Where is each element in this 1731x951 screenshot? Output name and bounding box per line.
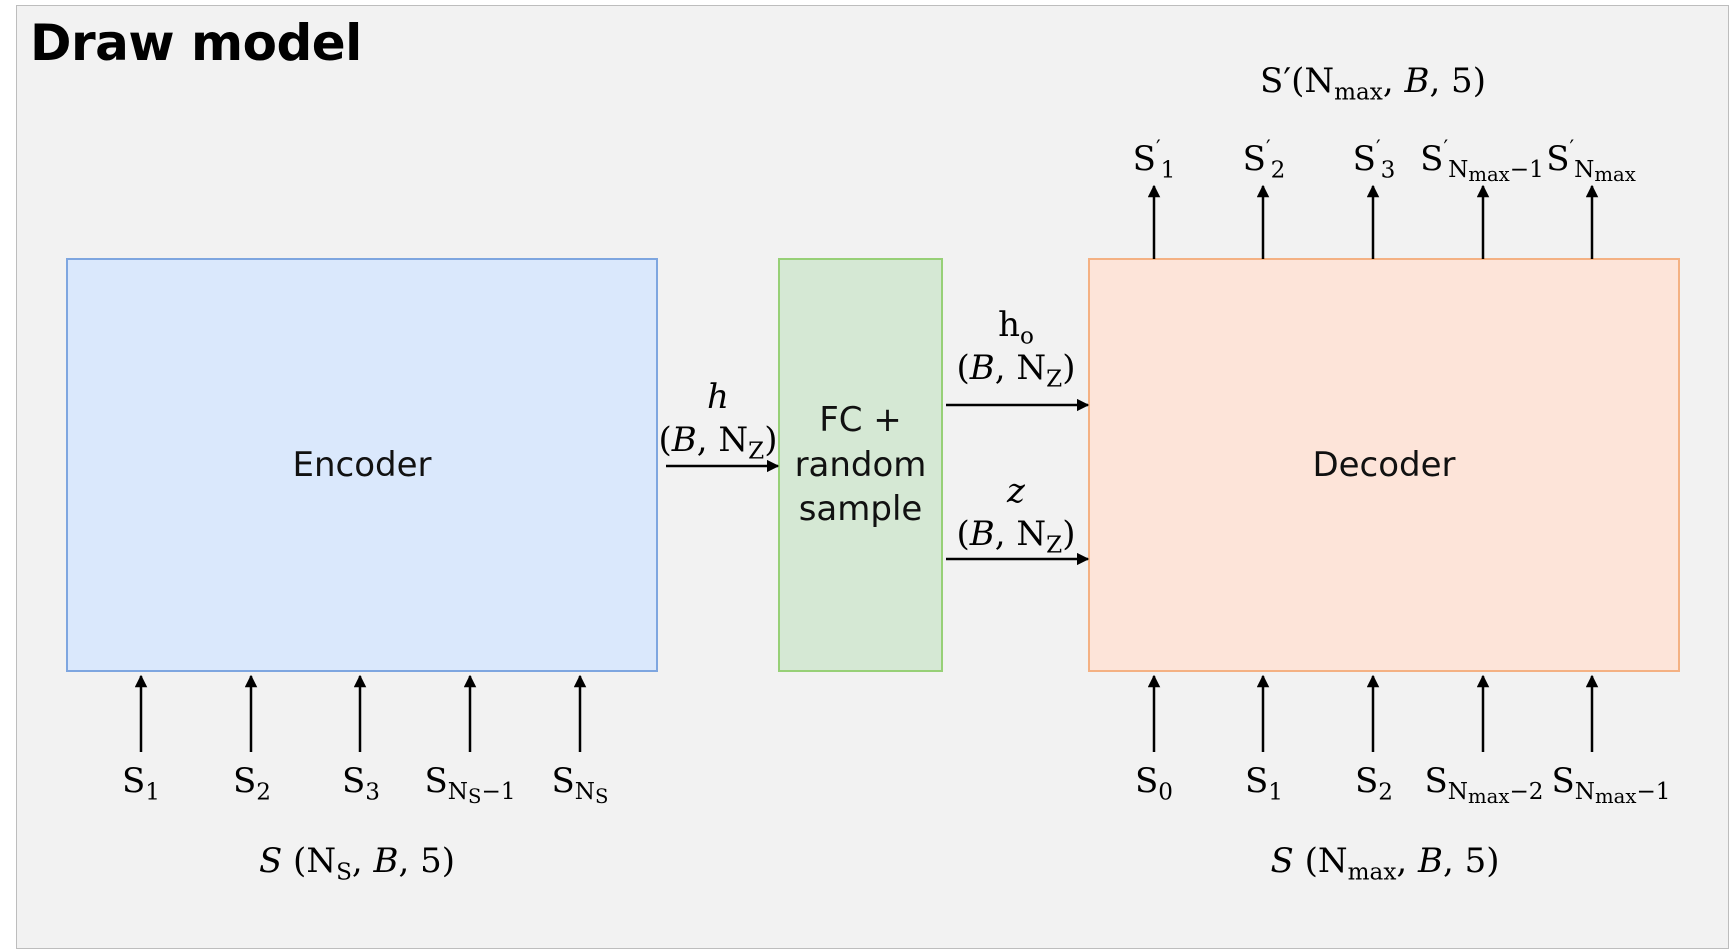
ho-symbol: ho <box>998 305 1034 350</box>
dec-output-s3: S′3 <box>1352 135 1396 184</box>
fc-label: FC + random sample <box>795 398 927 533</box>
z-label: z (B, NZ) <box>956 470 1076 558</box>
encoder-box: Encoder <box>66 258 658 672</box>
dec-output-s1: S′1 <box>1132 135 1176 184</box>
fc-label-line2: random <box>794 444 927 485</box>
dec-input-snmax-minus-2: SNmax−2 <box>1424 761 1544 809</box>
encoder-input-shape: S (NS, B, 5) <box>258 841 456 886</box>
dec-input-s0: S0 <box>1135 761 1173 806</box>
ho-shape: (B, NZ) <box>956 347 1076 392</box>
z-symbol: z <box>1007 471 1025 511</box>
h-symbol: h <box>707 377 729 417</box>
encoder-label: Encoder <box>292 444 432 485</box>
dec-input-snmax-minus-1: SNmax−1 <box>1551 761 1671 809</box>
dec-output-s2: S′2 <box>1242 135 1286 184</box>
decoder-output-shape: S′(Nmax, B, 5) <box>1260 61 1486 106</box>
dec-output-snmax: S′Nmax <box>1546 135 1636 187</box>
decoder-label: Decoder <box>1312 444 1456 485</box>
dec-input-s2: S2 <box>1355 761 1393 806</box>
enc-input-sn-minus-1: SNS−1 <box>424 761 516 809</box>
decoder-input-shape: S (Nmax, B, 5) <box>1270 841 1500 886</box>
z-shape: (B, NZ) <box>956 513 1076 558</box>
fc-label-line1: FC + <box>819 399 902 440</box>
dec-input-s1: S1 <box>1245 761 1283 806</box>
dec-output-snmax-minus-1: S′Nmax−1 <box>1420 135 1544 187</box>
h-shape: (B, NZ) <box>658 419 778 464</box>
enc-input-s1: S1 <box>122 761 160 806</box>
diagram-title: Draw model <box>30 14 362 72</box>
ho-label: ho (B, NZ) <box>956 304 1076 392</box>
h-label: h (B, NZ) <box>658 376 778 464</box>
enc-input-s2: S2 <box>233 761 271 806</box>
decoder-box: Decoder <box>1088 258 1680 672</box>
enc-input-s3: S3 <box>342 761 380 806</box>
fc-label-line3: sample <box>798 489 923 530</box>
enc-input-sn: SNS <box>551 761 609 809</box>
fc-random-sample-box: FC + random sample <box>778 258 943 672</box>
